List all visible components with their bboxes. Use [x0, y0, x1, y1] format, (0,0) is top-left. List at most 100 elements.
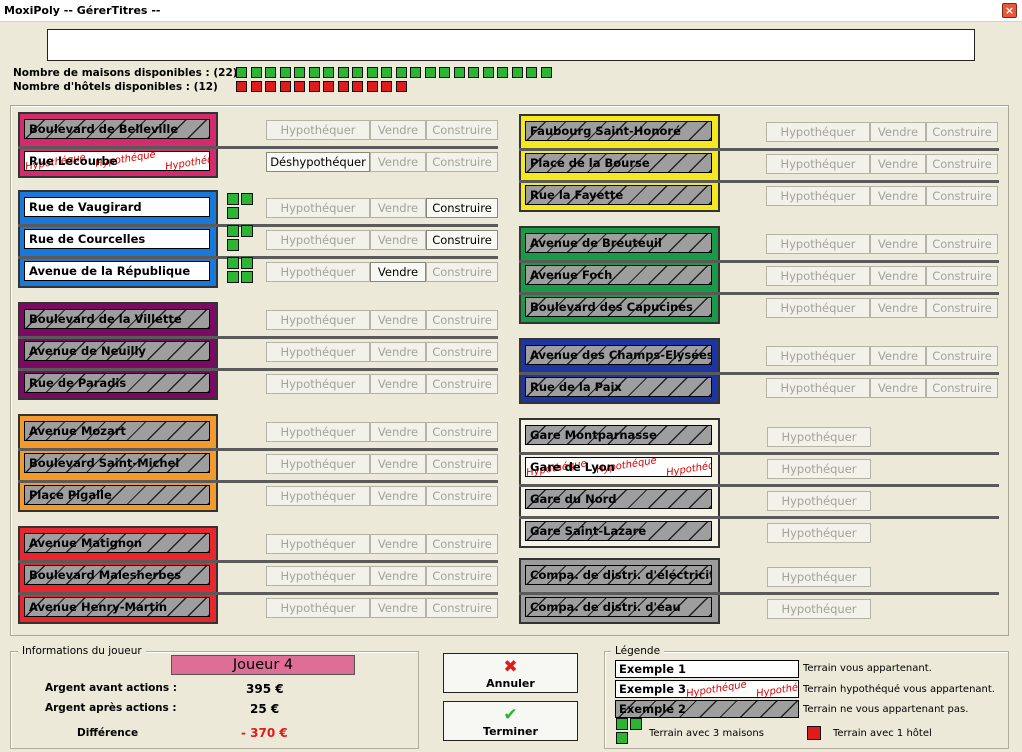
property-name[interactable]: Place Pigalle — [24, 485, 210, 505]
property-name[interactable]: Avenue Henry-Martin — [24, 597, 210, 617]
sell-button[interactable]: Vendre — [370, 486, 426, 506]
mortgage-button[interactable]: Hypothéquer — [766, 234, 870, 254]
build-button[interactable]: Construire — [426, 152, 498, 172]
property-name[interactable]: Boulevard des Capucines — [525, 297, 712, 317]
mortgage-button[interactable]: Hypothéquer — [266, 486, 370, 506]
close-icon[interactable]: × — [1002, 3, 1017, 18]
mortgage-button[interactable]: Hypothéquer — [266, 422, 370, 442]
build-button[interactable]: Construire — [926, 266, 998, 286]
build-button[interactable]: Construire — [926, 234, 998, 254]
property-name[interactable]: Faubourg Saint-Honoré — [525, 121, 712, 141]
mortgage-button[interactable]: Hypothéquer — [266, 598, 370, 618]
mortgage-button[interactable]: Hypothéquer — [266, 230, 370, 250]
sell-button[interactable]: Vendre — [370, 422, 426, 442]
property-name[interactable]: Avenue de Breuteuil — [525, 233, 712, 253]
mortgage-button[interactable]: Hypothéquer — [766, 186, 870, 206]
sell-button[interactable]: Vendre — [870, 154, 926, 174]
build-button[interactable]: Construire — [426, 566, 498, 586]
sell-button[interactable]: Vendre — [370, 342, 426, 362]
mortgage-button[interactable]: Hypothéquer — [266, 120, 370, 140]
build-button[interactable]: Construire — [926, 378, 998, 398]
property-name[interactable]: Boulevard Saint-Michel — [24, 453, 210, 473]
property-name[interactable]: Avenue des Champs-Elysées — [525, 345, 712, 365]
mortgage-button[interactable]: Hypothéquer — [767, 599, 871, 619]
sell-button[interactable]: Vendre — [870, 234, 926, 254]
sell-button[interactable]: Vendre — [870, 298, 926, 318]
mortgage-button[interactable]: Hypothéquer — [766, 298, 870, 318]
build-button[interactable]: Construire — [926, 346, 998, 366]
build-button[interactable]: Construire — [426, 120, 498, 140]
property-name[interactable]: Avenue Foch — [525, 265, 712, 285]
mortgage-button[interactable]: Hypothéquer — [766, 266, 870, 286]
build-button[interactable]: Construire — [426, 262, 498, 282]
sell-button[interactable]: Vendre — [370, 120, 426, 140]
sell-button[interactable]: Vendre — [870, 346, 926, 366]
sell-button[interactable]: Vendre — [870, 378, 926, 398]
property-name[interactable]: Avenue de la République — [24, 261, 210, 281]
sell-button[interactable]: Vendre — [370, 566, 426, 586]
property-name[interactable]: Compa. de distri. d'éléctricité — [525, 565, 712, 585]
mortgage-button[interactable]: Hypothéquer — [766, 346, 870, 366]
build-button[interactable]: Construire — [426, 454, 498, 474]
mortgage-button[interactable]: Hypothéquer — [266, 342, 370, 362]
build-button[interactable]: Construire — [426, 422, 498, 442]
mortgage-button[interactable]: Hypothéquer — [266, 534, 370, 554]
mortgage-button[interactable]: Hypothéquer — [767, 491, 871, 511]
sell-button[interactable]: Vendre — [870, 186, 926, 206]
cancel-button[interactable]: ✖ Annuler — [443, 653, 578, 693]
property-name[interactable]: Rue de la Paix — [525, 377, 712, 397]
sell-button[interactable]: Vendre — [370, 374, 426, 394]
property-name[interactable]: Rue de Paradis — [24, 373, 210, 393]
sell-button[interactable]: Vendre — [370, 310, 426, 330]
mortgage-button[interactable]: Hypothéquer — [767, 523, 871, 543]
sell-button[interactable]: Vendre — [370, 262, 426, 282]
sell-button[interactable]: Vendre — [370, 152, 426, 172]
property-name[interactable]: Gare Saint-Lazare — [525, 521, 712, 541]
build-button[interactable]: Construire — [426, 310, 498, 330]
mortgage-button[interactable]: Hypothéquer — [767, 567, 871, 587]
property-name[interactable]: Avenue de Neuilly — [24, 341, 210, 361]
mortgage-button[interactable]: Hypothéquer — [767, 427, 871, 447]
sell-button[interactable]: Vendre — [370, 198, 426, 218]
property-name[interactable]: Gare Montparnasse — [525, 425, 712, 445]
sell-button[interactable]: Vendre — [870, 122, 926, 142]
build-button[interactable]: Construire — [426, 598, 498, 618]
build-button[interactable]: Construire — [426, 534, 498, 554]
build-button[interactable]: Construire — [426, 374, 498, 394]
property-name[interactable]: Rue la Fayette — [525, 185, 712, 205]
mortgage-button[interactable]: Hypothéquer — [266, 374, 370, 394]
property-name[interactable]: Avenue Mozart — [24, 421, 210, 441]
sell-button[interactable]: Vendre — [370, 534, 426, 554]
sell-button[interactable]: Vendre — [370, 598, 426, 618]
build-button[interactable]: Construire — [926, 298, 998, 318]
build-button[interactable]: Construire — [426, 230, 498, 250]
build-button[interactable]: Construire — [426, 198, 498, 218]
mortgage-button[interactable]: Hypothéquer — [266, 454, 370, 474]
unmortgage-button[interactable]: Déshypothéquer — [266, 152, 370, 172]
property-name[interactable]: Boulevard de Belleville — [24, 119, 210, 139]
property-name[interactable]: Avenue Matignon — [24, 533, 210, 553]
build-button[interactable]: Construire — [926, 186, 998, 206]
finish-button[interactable]: ✔ Terminer — [443, 701, 578, 741]
property-name[interactable]: Compa. de distri. d'eau — [525, 597, 712, 617]
mortgage-button[interactable]: Hypothéquer — [766, 378, 870, 398]
mortgage-button[interactable]: Hypothéquer — [766, 122, 870, 142]
property-name[interactable]: Gare du Nord — [525, 489, 712, 509]
build-button[interactable]: Construire — [426, 342, 498, 362]
property-name[interactable]: Boulevard de la Villette — [24, 309, 210, 329]
build-button[interactable]: Construire — [926, 154, 998, 174]
property-name[interactable]: Boulevard Malesherbes — [24, 565, 210, 585]
sell-button[interactable]: Vendre — [370, 454, 426, 474]
mortgage-button[interactable]: Hypothéquer — [266, 198, 370, 218]
property-name[interactable]: Rue de Courcelles — [24, 229, 210, 249]
mortgage-button[interactable]: Hypothéquer — [266, 262, 370, 282]
build-button[interactable]: Construire — [426, 486, 498, 506]
mortgage-button[interactable]: Hypothéquer — [266, 310, 370, 330]
mortgage-button[interactable]: Hypothéquer — [766, 154, 870, 174]
build-button[interactable]: Construire — [926, 122, 998, 142]
mortgage-button[interactable]: Hypothéquer — [266, 566, 370, 586]
property-name[interactable]: Rue de Vaugirard — [24, 197, 210, 217]
mortgage-button[interactable]: Hypothéquer — [767, 459, 871, 479]
